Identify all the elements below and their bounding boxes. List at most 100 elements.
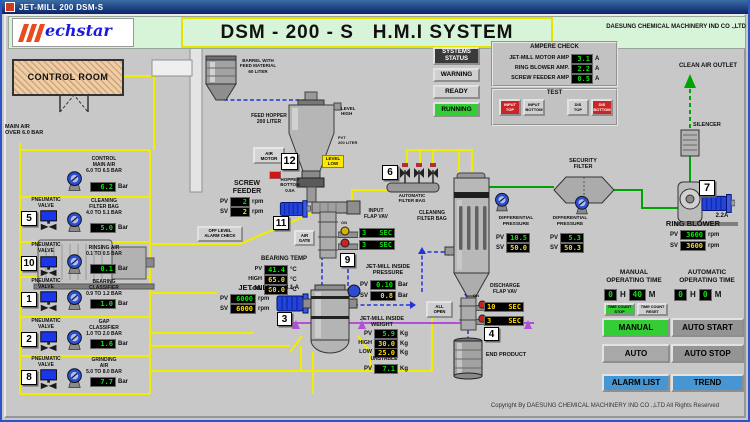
trend-button[interactable]: TREND [671, 374, 744, 392]
security-diff-pv: 5.3 [560, 233, 585, 243]
end-product-barrel-icon [453, 337, 483, 380]
pv-label: PV [360, 282, 369, 288]
test-input-top-button[interactable]: INPUT TOP [499, 99, 521, 116]
ring-blower-amp: 2.2A [715, 213, 729, 219]
inside-weight-title: JET-MILL INSIDE WEIGHT [359, 316, 405, 329]
cleaning-filter-bag-label: CLEANING FILTER BAG [417, 210, 447, 222]
bar-unit: Bar [118, 341, 129, 347]
gap-classifier-value: 1.6 [90, 339, 116, 349]
input-flap-valve-icon [318, 211, 358, 259]
rpm-unit: rpm [708, 243, 720, 249]
window-titlebar[interactable]: JET-MILL 200 DSM-S [2, 0, 748, 14]
h-label: H [620, 290, 626, 299]
rpm-unit: rpm [708, 232, 720, 238]
window-title: JET-MILL 200 DSM-S [19, 2, 104, 12]
cleaning-bag-air-value: 5.0 [90, 223, 116, 233]
rpm-unit: rpm [252, 209, 264, 215]
security-diff-sv-row: SV 50.3 [550, 243, 585, 253]
sv-label: SV [360, 293, 369, 299]
bearing-temp-high-row: HIGH 65.0 °C [246, 275, 297, 285]
degc-unit: °C [290, 277, 297, 283]
ampere-check-panel [491, 41, 618, 87]
equipment-tag-8: 8 [21, 370, 37, 385]
filter-bag-solenoid-manifold-icon [386, 163, 440, 193]
control-room-box: CONTROL ROOM [12, 59, 124, 96]
auto-time-row: 0 H 0 M [674, 289, 721, 301]
time-count-stop-button[interactable]: TIME COUNT STOP [604, 303, 635, 316]
silencer-icon [680, 129, 700, 157]
kg-unit: Kg [400, 350, 408, 356]
auto-hours: 0 [674, 289, 687, 301]
inside-weight-low-row: LOW 25.0 Kg [354, 348, 408, 358]
bearing-temp-low: 60.0 [264, 285, 288, 295]
input-flap-title: INPUT FLAP VAV [364, 208, 388, 220]
bag-diff-pv-row: PV 10.5 [496, 233, 531, 243]
equipment-tag-4: 4 [484, 327, 499, 341]
manual-hours: 0 [604, 289, 617, 301]
alarm-list-button[interactable]: ALARM LIST [602, 374, 670, 392]
row4-value: 1.0 Bar [90, 299, 128, 309]
security-filter-icon [553, 176, 615, 204]
all-open-button[interactable]: ALL OPEN [426, 301, 453, 318]
ring-blower-icon [674, 181, 738, 226]
ampere-label: RING BLOWER AMP. [514, 65, 569, 72]
row4-desc: BEARING CLASSIFIER 0.9 TO 1.2 BAR [86, 279, 122, 297]
sv-label: SV [220, 209, 229, 215]
company-name: DAESUNG CHEMICAL MACHINERY IND CO .,LTD [606, 24, 746, 30]
end-product-label: END PRODUCT [485, 352, 527, 358]
inside-weight-low: 25.0 [374, 348, 398, 358]
ready-lamp: READY [433, 85, 480, 99]
m-label: M [714, 290, 722, 299]
row6-tag: PNEUMATIC VALVE [31, 356, 61, 368]
jet-mill-amp: 3.1 A [284, 285, 300, 291]
amp-unit: A [595, 76, 600, 82]
page-title: DSM - 200 - S H.M.I SYSTEM [220, 22, 514, 43]
manual-button[interactable]: MANUAL [602, 318, 670, 337]
time-count-reset-button[interactable]: TIME COUNT RESET [637, 303, 668, 316]
test-dis-bottom-button[interactable]: DIS BOTTOM [591, 99, 613, 116]
systems-status-button[interactable]: SYSTEMS STATUS [433, 47, 480, 65]
bar-unit: Bar [398, 293, 409, 299]
test-dis-top-button[interactable]: DIS TOP [567, 99, 589, 116]
row3-tag: PNEUMATIC VALVE [31, 242, 61, 254]
equipment-tag-3: 3 [277, 312, 292, 326]
bag-diff-sv: 50.0 [506, 243, 531, 253]
pv-label: PV [496, 235, 505, 241]
row6-desc: GRINDING AIR 5.0 TO 8.0 BAR [86, 357, 122, 375]
ampere-row-feeder: SCREW FEEDER AMP 0.5 A [495, 74, 599, 84]
bag-diff-pv: 10.5 [506, 233, 531, 243]
auto-button[interactable]: AUTO [602, 344, 670, 363]
row5-tag: PNEUMATIC VALVE [31, 318, 61, 330]
auto-start-button[interactable]: AUTO START [671, 318, 744, 337]
ring-blower-pv: 3600 [680, 230, 707, 240]
equipment-tag-9: 9 [340, 253, 355, 267]
bearing-classifier-value: 1.0 [90, 299, 116, 309]
kg-unit: Kg [400, 341, 408, 347]
input-flap-on-label: ON [341, 220, 347, 225]
manual-time-row: 0 H 40 M [604, 289, 655, 301]
inside-pressure-pv: 0.10 [370, 280, 397, 290]
ampere-check-title: AMPERE CHECK [530, 44, 579, 50]
equipment-tag-10: 10 [21, 256, 37, 271]
main-air-label: MAIN AIR OVER 6.0 BAR [5, 124, 44, 137]
row1-value: 6.2 Bar [90, 182, 128, 192]
rinsing-air-value: 0.1 [90, 264, 116, 274]
screw-feeder-sv-row: SV 2 rpm [220, 207, 263, 217]
bar-unit: Bar [118, 379, 129, 385]
ring-blower-label: RING BLOWER [665, 219, 721, 228]
running-lamp: RUNNING [433, 102, 480, 117]
copyright-text: Copyright By DAESUNG CHEMICAL MACHINERY … [490, 403, 720, 409]
off-level-alarm-button[interactable]: OFF LEVEL ALARM CHECK [197, 226, 243, 242]
ring-blower-pv-row: PV 3600 rpm [670, 230, 719, 240]
equipment-tag-2: 2 [21, 332, 37, 347]
feed-hopper-icon [288, 91, 342, 203]
sv-label: SV [496, 245, 505, 251]
inside-pressure-title: JET-MILL INSIDE PRESSURE [365, 264, 411, 277]
control-room-label: CONTROL ROOM [27, 72, 109, 83]
screw-feeder-pv-row: PV 2 rpm [220, 197, 263, 207]
manual-minutes: 40 [628, 289, 646, 301]
auto-stop-button[interactable]: AUTO STOP [671, 344, 744, 363]
jetmill-amp-value: 3.1 [571, 54, 593, 64]
test-input-bottom-button[interactable]: INPUT BOTTOM [523, 99, 545, 116]
